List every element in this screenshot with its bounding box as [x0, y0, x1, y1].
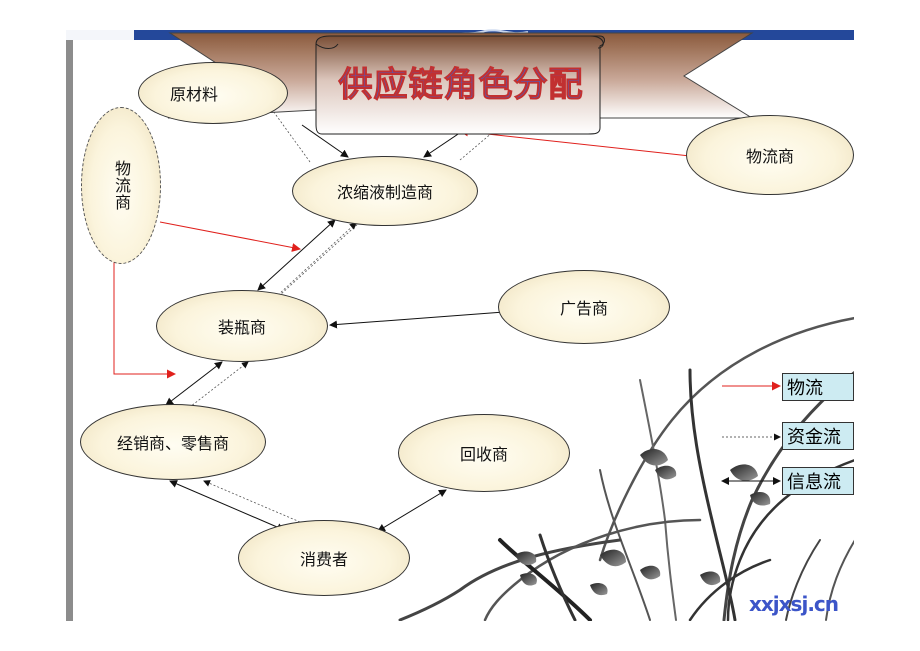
bottler-label: 装瓶商 — [217, 318, 266, 337]
bottler-node: 装瓶商 — [156, 290, 328, 362]
concentrate-maker-label: 浓缩液制造商 — [336, 183, 433, 202]
raw-material-label: 原材料 — [170, 85, 219, 104]
recycler-node: 回收商 — [398, 414, 570, 492]
legend-material-flow-label: 物流 — [787, 378, 823, 399]
bottom-margin — [0, 621, 920, 651]
consumer-node: 消费者 — [238, 520, 410, 596]
raw-material-node: 原材料 — [138, 62, 288, 124]
legend-information-flow-label: 信息流 — [787, 472, 841, 493]
watermark-logo: xxjxsj.cn — [749, 592, 839, 616]
logistics-node-right: 物流商 — [686, 115, 854, 195]
legend-information-flow: 信息流 — [782, 467, 854, 495]
legend-capital-flow: 资金流 — [782, 422, 854, 450]
legend-arrows — [721, 381, 781, 485]
advertiser-node: 广告商 — [498, 270, 670, 344]
concentrate-maker-node: 浓缩液制造商 — [292, 156, 478, 226]
left-border-bar — [66, 40, 73, 621]
title-banner — [167, 32, 754, 135]
advertiser-label: 广告商 — [559, 299, 608, 318]
recycler-label: 回收商 — [459, 445, 508, 464]
logistics-node-left: 物流商 — [81, 107, 161, 264]
orchid-blossoms — [515, 448, 771, 596]
legend-material-flow: 物流 — [782, 373, 854, 401]
right-margin — [854, 0, 920, 651]
distributor-retailer-node: 经销商、零售商 — [80, 404, 266, 480]
page-title: 供应链角色分配 — [338, 65, 584, 106]
logistics-right-label: 物流商 — [745, 147, 794, 166]
logistics-left-label: 物流商 — [112, 160, 131, 211]
consumer-label: 消费者 — [299, 550, 348, 569]
top-band-left — [66, 30, 134, 40]
distributor-retailer-label: 经销商、零售商 — [116, 434, 229, 453]
legend-capital-flow-label: 资金流 — [787, 427, 841, 448]
